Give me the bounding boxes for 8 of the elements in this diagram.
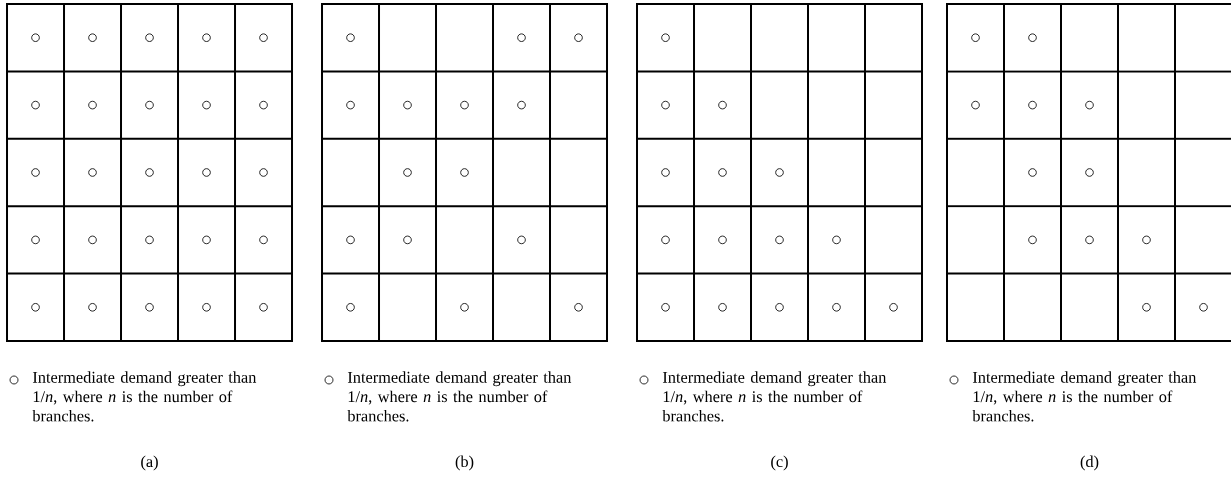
legend-text: Intermediate demand greater than 1/n, where n is the number of branches.	[347, 371, 572, 422]
legend-text: Intermediate demand greater than 1/n, where n is the number of branches.	[32, 371, 257, 422]
legend-text: Intermediate demand greater than 1/n, where n is the number of branches.	[662, 371, 887, 422]
legend-text: Intermediate demand greater than 1/n, where n is the number of branches.	[972, 371, 1197, 422]
panel-label: (b)	[455, 455, 474, 471]
panel-label: (c)	[771, 455, 788, 471]
panel-label: (a)	[141, 455, 158, 471]
panel-label: (d)	[1080, 455, 1099, 471]
